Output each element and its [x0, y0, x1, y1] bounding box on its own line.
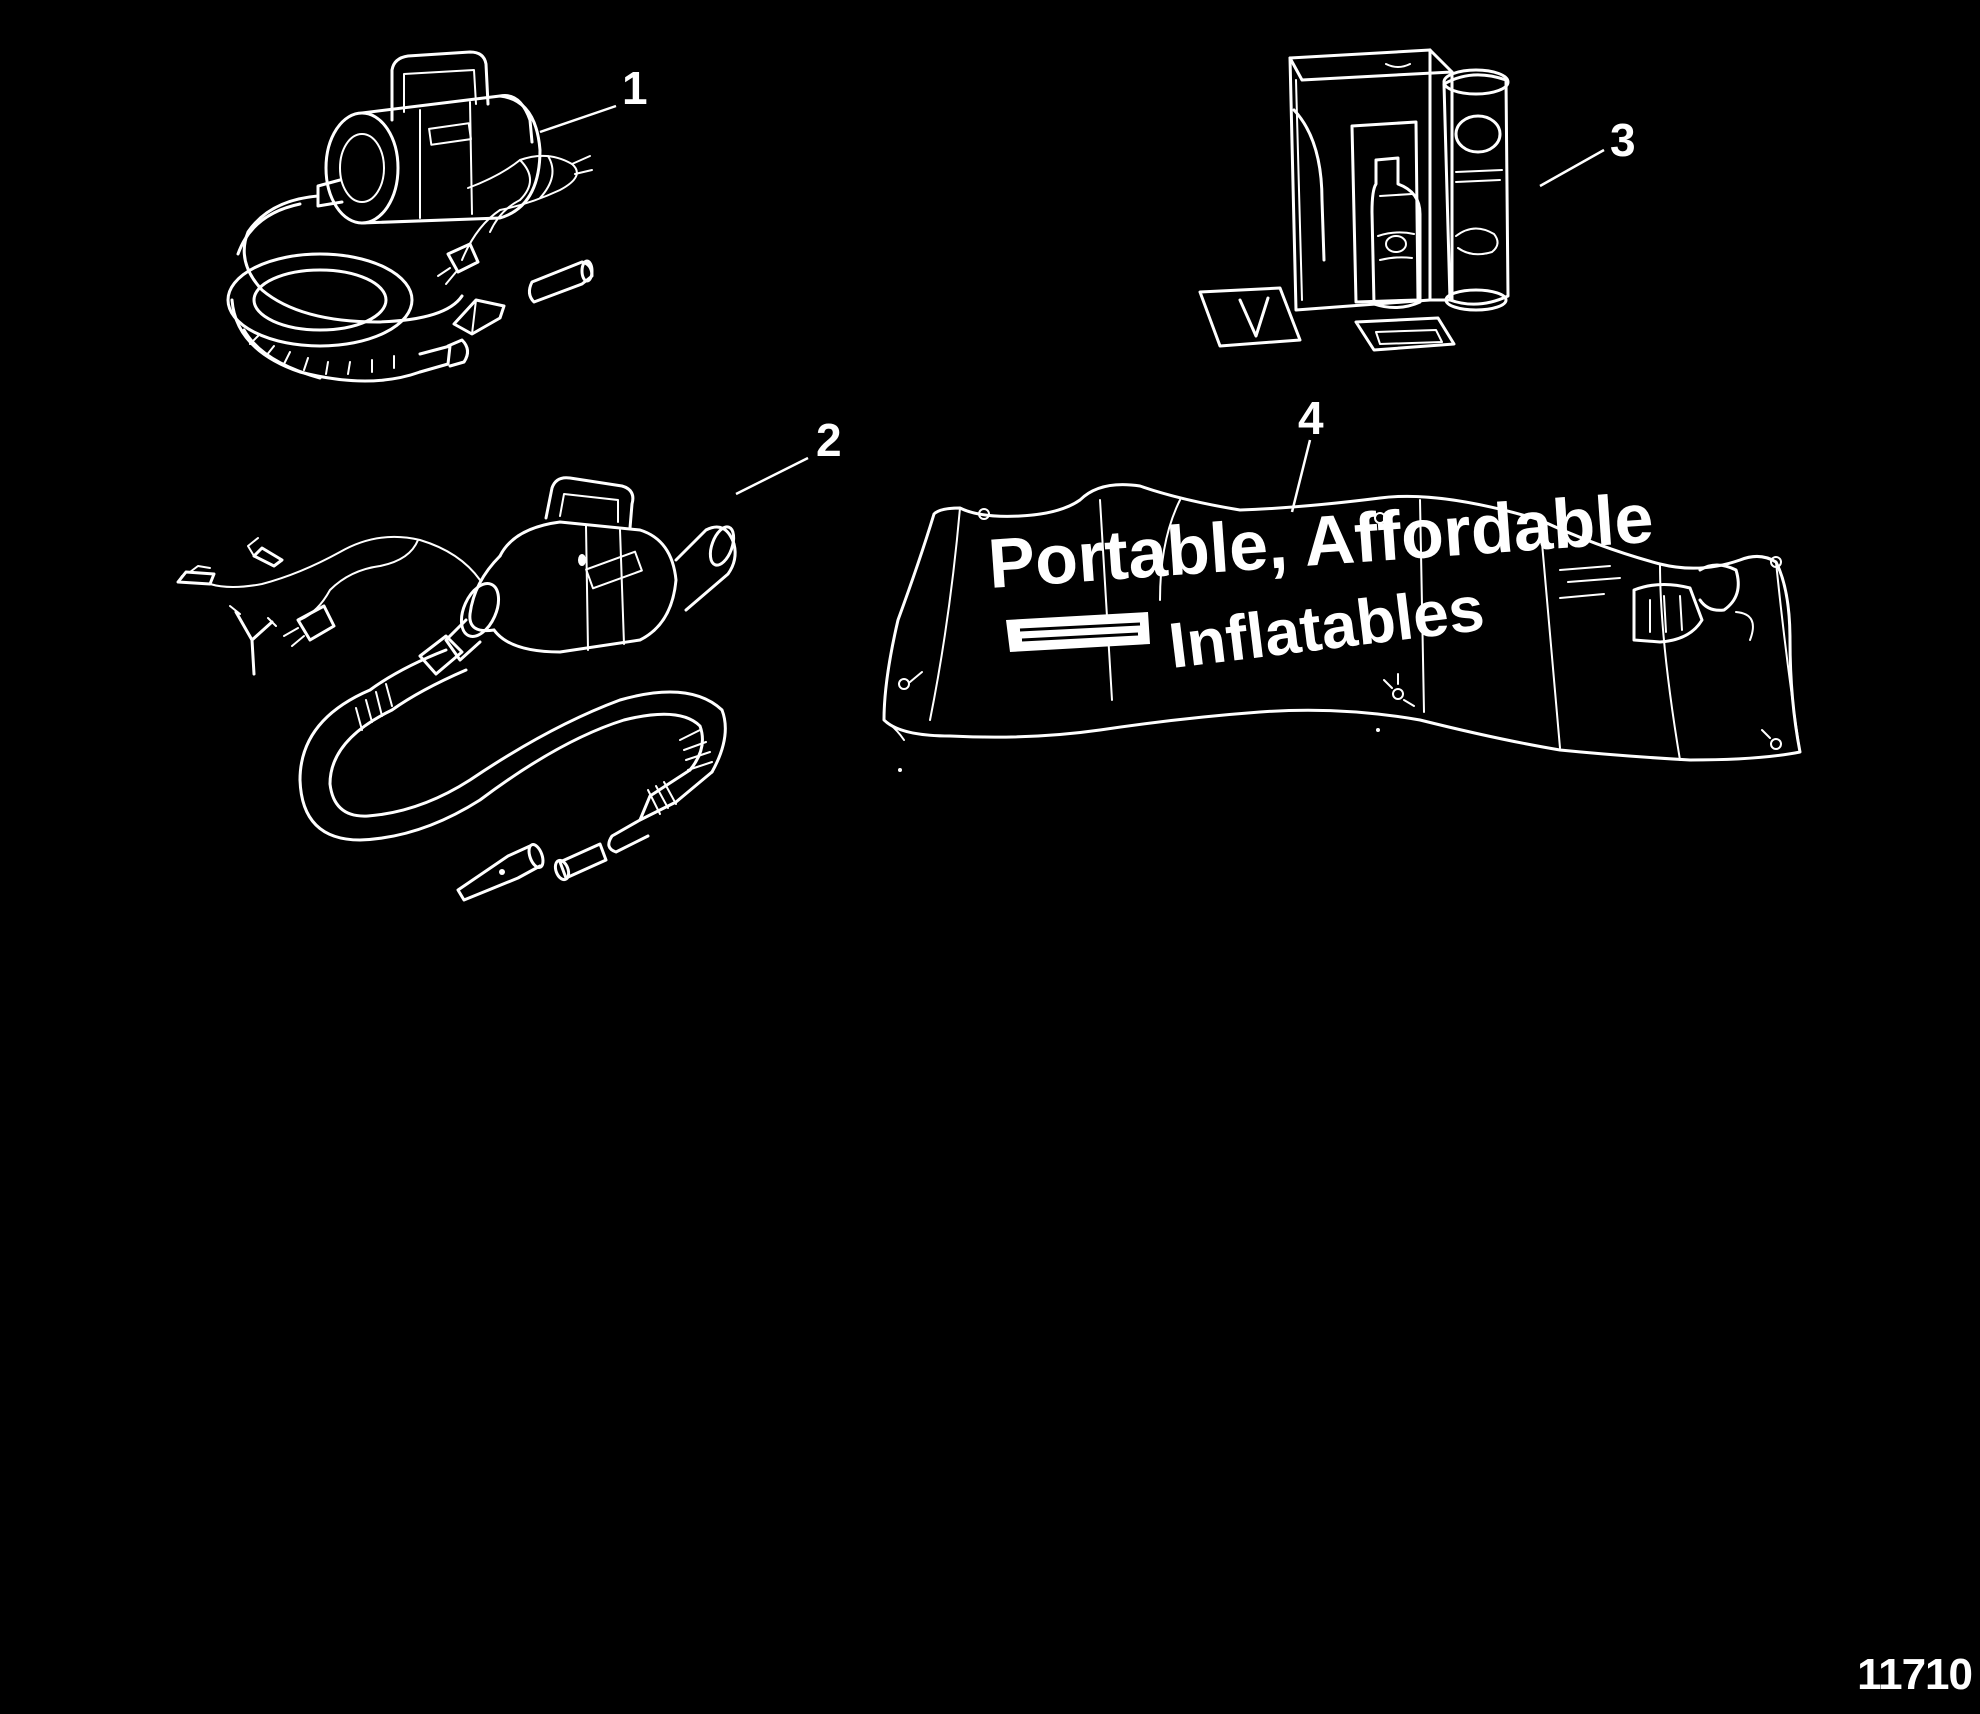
callouts: 1 2 3 4: [539, 62, 1636, 513]
banner-line-2: Inflatables: [1165, 572, 1488, 682]
banner-line-1: Portable, Affordable: [986, 479, 1656, 603]
callout-4: 4: [1298, 392, 1324, 444]
item-3-repair-kit: [1198, 48, 1510, 352]
leader-line-4: [1290, 439, 1312, 513]
figure-id-number: 11710: [1857, 1650, 1973, 1699]
leader-line-1: [539, 104, 617, 134]
callout-1: 1: [622, 62, 648, 114]
item-4-banner-cover: Portable, Affordable Inflatables: [882, 479, 1802, 772]
callout-3: 3: [1610, 114, 1636, 166]
leader-line-2: [735, 456, 809, 496]
banner-small-logo: [1006, 612, 1150, 652]
item-2-handheld-inflator: [176, 476, 737, 902]
item-1-electric-inflator: [226, 50, 594, 383]
callout-2: 2: [816, 414, 842, 466]
leader-line-3: [1539, 148, 1605, 188]
